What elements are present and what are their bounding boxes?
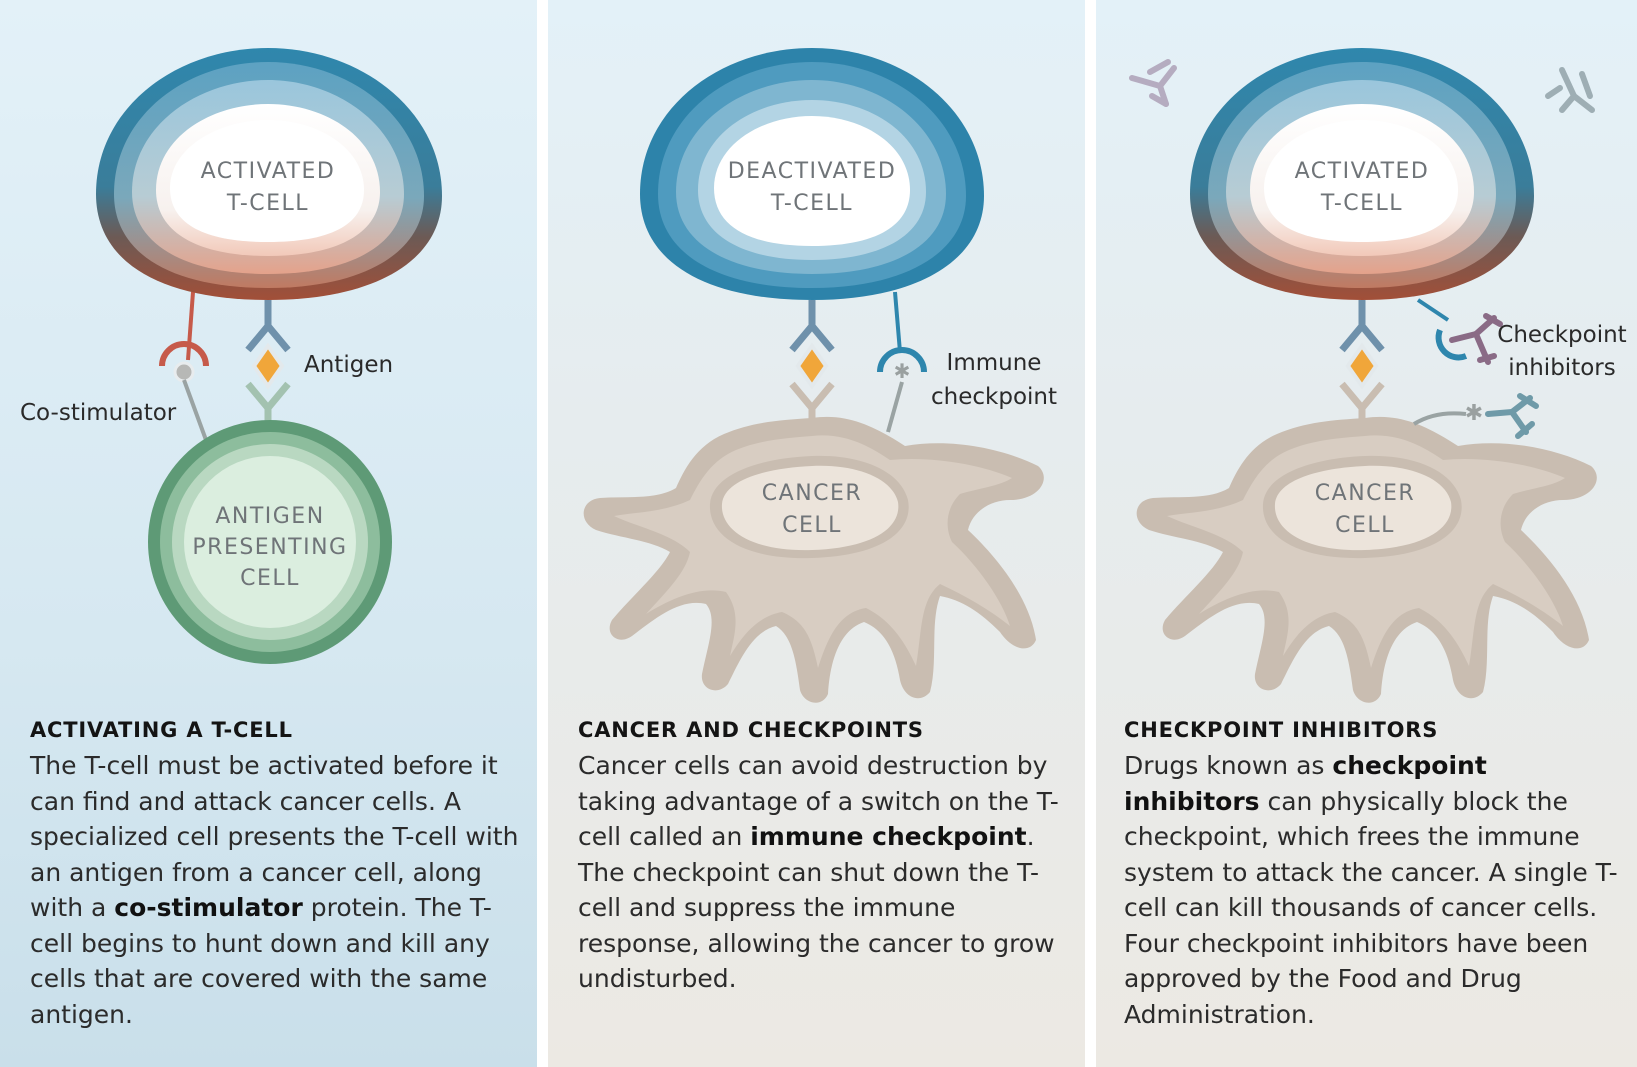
costimulator-ligand bbox=[173, 361, 195, 383]
checkpoint-ligand-icon: ✱ bbox=[894, 361, 911, 383]
antigen bbox=[795, 342, 829, 390]
inhibitors-callout: inhibitors bbox=[1508, 355, 1615, 381]
t-cell-label: ACTIVATED bbox=[1295, 159, 1430, 184]
panel-3-heading: CHECKPOINT INHIBITORS bbox=[1124, 718, 1439, 742]
inhibitors-callout: Checkpoint bbox=[1497, 322, 1626, 348]
t-cell-receptor bbox=[1339, 320, 1385, 353]
panel-divider bbox=[1085, 0, 1096, 1067]
bold-term: immune checkpoint bbox=[750, 822, 1027, 851]
antibody-icon bbox=[1129, 59, 1177, 107]
t-cell-receptor bbox=[789, 320, 835, 353]
bold-term: co-stimulator bbox=[114, 893, 303, 922]
cancer-cell-label: CELL bbox=[1335, 513, 1395, 538]
panel-3-body: Drugs known as checkpoint inhibitors can… bbox=[1124, 751, 1618, 1029]
antibody-icon bbox=[1545, 67, 1595, 113]
panel-divider bbox=[537, 0, 548, 1067]
cancer-cell bbox=[1136, 416, 1597, 703]
antigen bbox=[1345, 342, 1379, 390]
checkpoint-inhibitor-icon bbox=[1485, 393, 1539, 439]
panel-1-caption: ACTIVATING A T-CELL The T-cell must be a… bbox=[30, 718, 530, 1032]
apc-label: ANTIGEN bbox=[215, 504, 324, 529]
checkpoint-ligand-icon: ✱ bbox=[1465, 400, 1483, 425]
cancer-cell-label: CANCER bbox=[1315, 481, 1415, 506]
apc-label: PRESENTING bbox=[192, 535, 347, 560]
antigen-callout: Antigen bbox=[304, 352, 393, 378]
panel-3-diagram: CANCER CELL ✱ ACTIVATED T-C bbox=[1129, 48, 1627, 703]
antigen-presenting-cell bbox=[148, 420, 392, 664]
bold-term: checkpoint inhibitors bbox=[1124, 751, 1487, 816]
immune-checkpoint-receptor bbox=[877, 347, 927, 373]
panel-2-body: Cancer cells can avoid destruction by ta… bbox=[578, 751, 1059, 993]
t-cell-receptor bbox=[245, 320, 291, 353]
activated-t-cell bbox=[1190, 48, 1534, 300]
panel-1-diagram: ACTIVATED T-CELL ANTIGEN PRESENTING CELL… bbox=[20, 48, 442, 664]
immune-checkpoint-receptor bbox=[1435, 328, 1468, 361]
costimulator-receptor bbox=[159, 341, 209, 367]
panel-1-heading: ACTIVATING A T-CELL bbox=[30, 718, 293, 742]
cancer-cell bbox=[583, 416, 1044, 703]
t-cell-label: T-CELL bbox=[226, 191, 309, 216]
t-cell-label: ACTIVATED bbox=[201, 159, 336, 184]
antigen bbox=[251, 342, 285, 390]
panel-1-body: The T-cell must be activated before it c… bbox=[30, 751, 519, 1029]
panel-2-heading: CANCER AND CHECKPOINTS bbox=[578, 718, 924, 742]
t-cell-label: T-CELL bbox=[770, 191, 853, 216]
checkpoint-inhibitor-icon bbox=[1449, 313, 1503, 365]
apc-label: CELL bbox=[240, 566, 300, 591]
panel-2-caption: CANCER AND CHECKPOINTS Cancer cells can … bbox=[578, 718, 1078, 997]
activated-t-cell bbox=[96, 48, 442, 300]
deactivated-t-cell bbox=[640, 48, 984, 300]
panel-3-caption: CHECKPOINT INHIBITORS Drugs known as che… bbox=[1124, 718, 1624, 1032]
t-cell-label: T-CELL bbox=[1320, 191, 1403, 216]
cancer-cell-label: CELL bbox=[782, 513, 842, 538]
checkpoint-callout: Immune bbox=[947, 350, 1042, 376]
costimulator-callout: Co-stimulator bbox=[20, 400, 177, 426]
cancer-cell-label: CANCER bbox=[762, 481, 862, 506]
panel-2-diagram: CANCER CELL ✱ DEACTIVATED T-CELL Immune … bbox=[583, 48, 1057, 703]
checkpoint-callout: checkpoint bbox=[931, 384, 1057, 410]
t-cell-label: DEACTIVATED bbox=[728, 159, 897, 184]
